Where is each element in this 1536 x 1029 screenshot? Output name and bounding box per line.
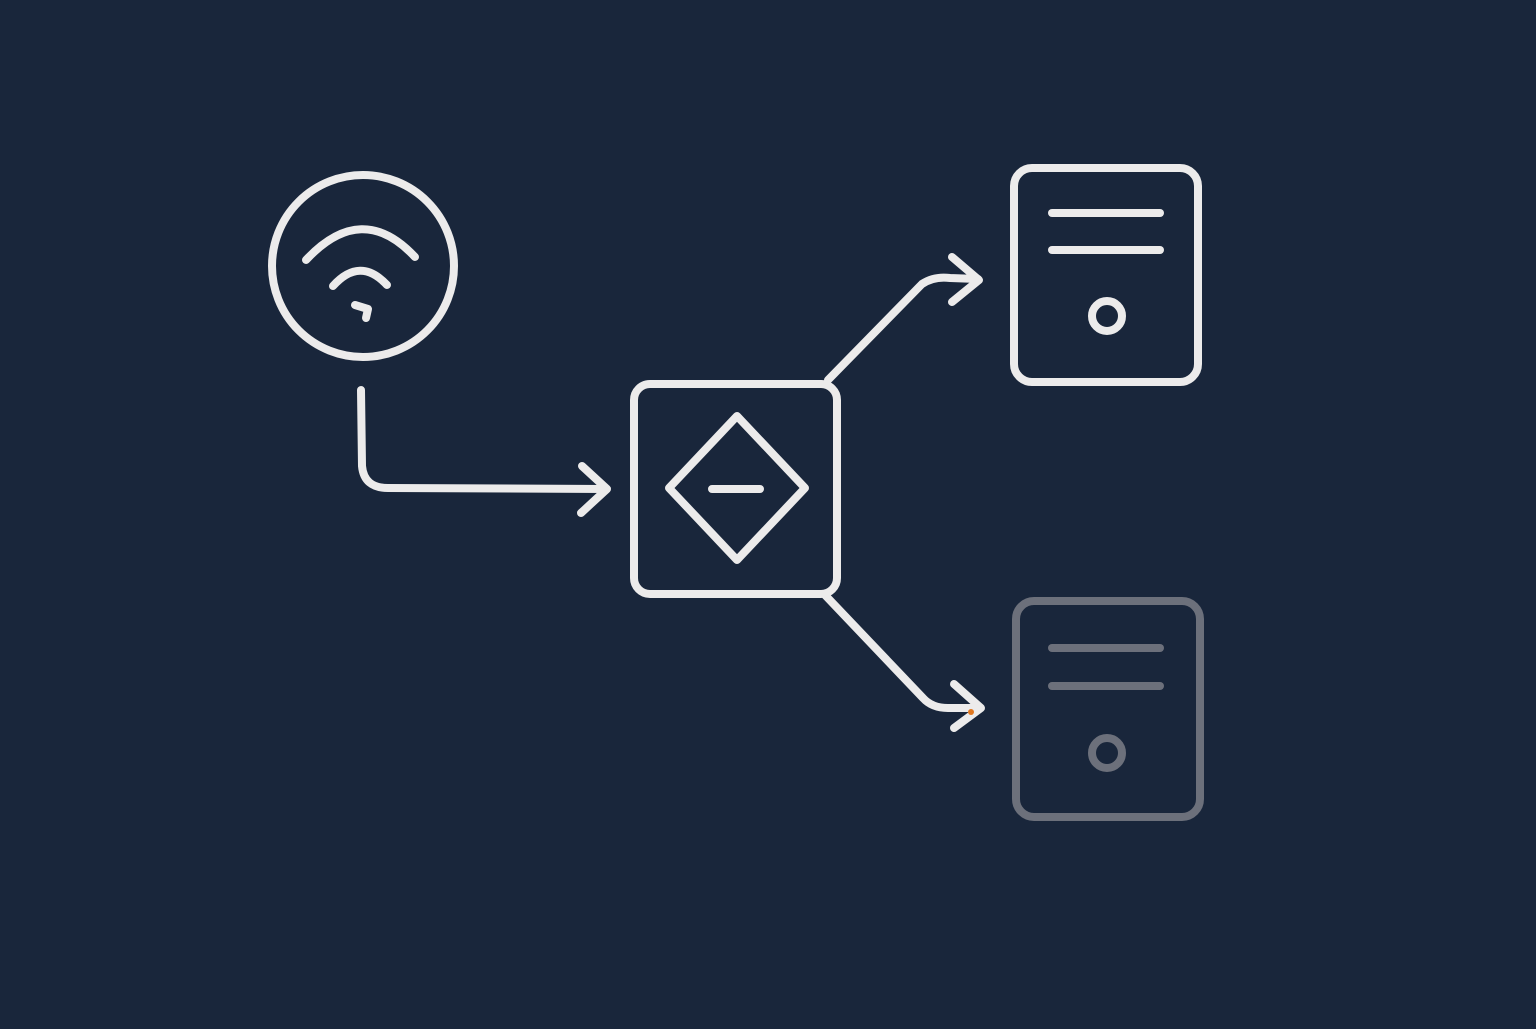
edge-source-to-router bbox=[357, 386, 611, 517]
source-circle bbox=[268, 171, 458, 361]
accent-dot bbox=[968, 709, 974, 715]
arrowhead-right-icon bbox=[950, 680, 985, 732]
arrowhead-right-icon bbox=[948, 253, 983, 306]
source-node bbox=[268, 171, 458, 361]
server-secondary-box bbox=[1012, 597, 1204, 821]
diamond-minus-icon bbox=[665, 412, 809, 564]
server-icon bbox=[1048, 644, 1164, 772]
server-primary-box bbox=[1010, 164, 1202, 386]
server-icon bbox=[1048, 209, 1164, 335]
edge-router-to-server-primary bbox=[824, 253, 983, 384]
router-box bbox=[630, 380, 841, 598]
edge-router-to-server-secondary bbox=[821, 591, 985, 732]
wifi-signal-icon bbox=[302, 225, 419, 322]
server-primary-node bbox=[1010, 164, 1202, 386]
router-node bbox=[630, 380, 841, 598]
arrowhead-right-icon bbox=[577, 462, 611, 517]
server-secondary-node bbox=[1012, 597, 1204, 821]
